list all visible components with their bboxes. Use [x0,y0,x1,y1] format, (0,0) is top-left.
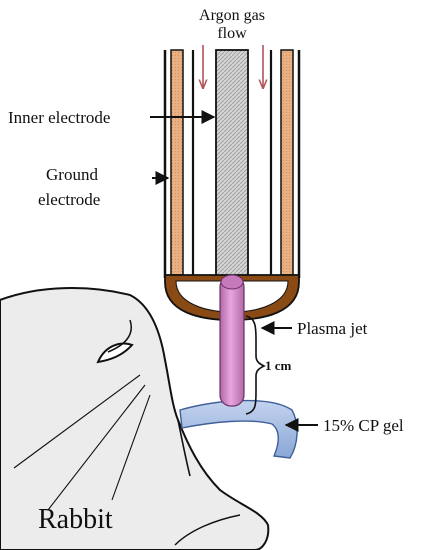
rabbit-whiskers [13,374,151,511]
ground-electrode-label-line2: electrode [38,190,100,209]
inner-electrode-label: Inner electrode [8,108,110,127]
gel-label: 15% CP gel [323,416,404,435]
ground-electrode-label-line1: Ground [46,165,98,184]
gas-label-line2: flow [217,25,247,42]
plasma-jet [219,274,245,407]
rabbit-head [0,287,270,550]
distance-bracket [245,315,266,415]
gas-label-line1: Argon gas [199,7,265,24]
plasma-jet-label: Plasma jet [297,319,368,338]
inner-electrode [215,49,249,279]
ground-electrode [163,49,301,278]
rabbit-label: Rabbit [38,504,113,535]
gas-flow-arrows [203,45,263,88]
distance-label: 1 cm [265,358,292,373]
cp-gel [179,399,298,459]
